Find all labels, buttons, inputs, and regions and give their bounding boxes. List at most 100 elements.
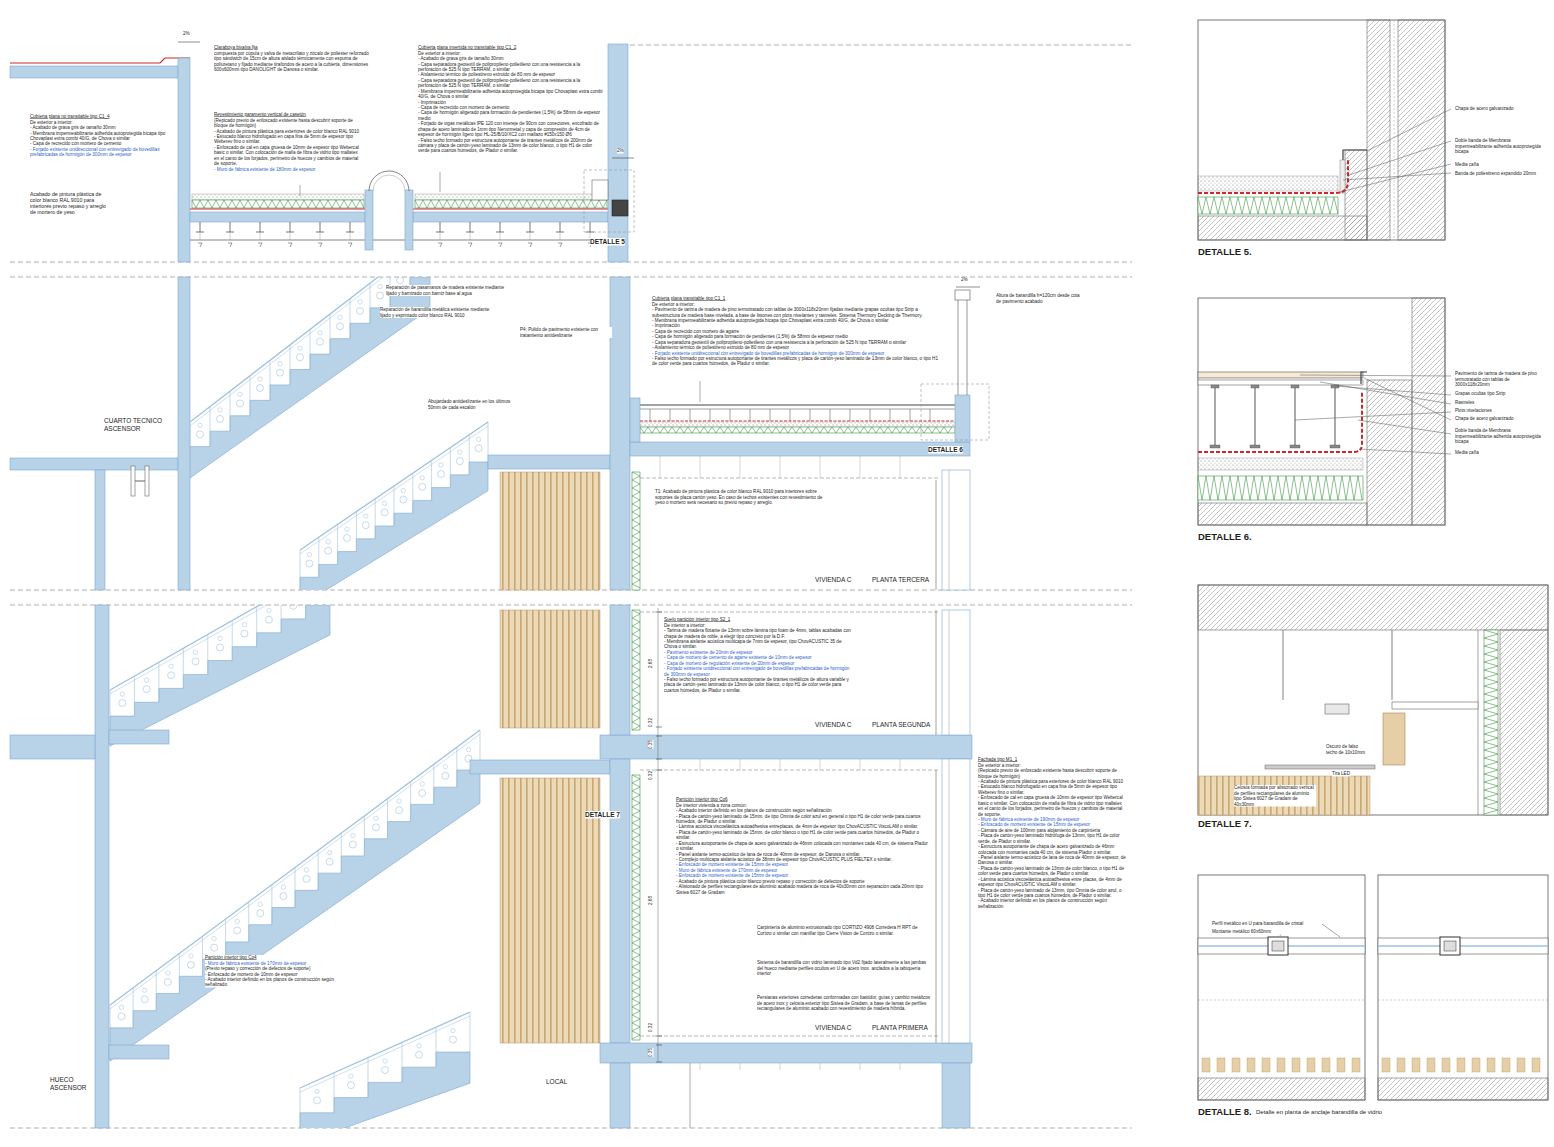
- stair-handrail: [110, 730, 480, 1005]
- note-text: - Placa de cartón-yeso laminado de 13mm,…: [978, 887, 1128, 898]
- waterproof-membrane: [640, 421, 955, 422]
- detail-callout-text: Banda de poliestireno expandido 20mm: [1455, 171, 1543, 176]
- note-text: De exterior a interior:: [30, 119, 175, 124]
- leader-line: [300, 185, 301, 196]
- slab-section: [1198, 585, 1548, 630]
- stair-baluster: [207, 634, 208, 674]
- note-group: 2%: [617, 148, 624, 153]
- steel-beam: [560, 222, 561, 232]
- slab-section: [1198, 503, 1367, 525]
- insulation-zigzag: [632, 775, 640, 1039]
- steel-beam: [230, 222, 231, 232]
- note-group: T1: Acabado de pintura plástica de color…: [655, 489, 825, 505]
- note-text: - Placa de cartón-yeso laminado de 13mm …: [978, 866, 1128, 877]
- note-group: P4: Pulido de pavimento existente con tr…: [520, 327, 612, 338]
- baluster-scroll: [458, 450, 462, 454]
- ceiling-mark: [198, 243, 202, 247]
- note-text: - Placa de cartón-yeso laminado de 15mm,…: [676, 830, 931, 841]
- note-text: VIVIENDA C: [815, 576, 851, 584]
- hanger: [860, 456, 861, 478]
- lattice-slat: [1232, 1058, 1240, 1072]
- baluster-scroll: [401, 488, 405, 492]
- wall: [942, 1063, 970, 1128]
- pedestal-head: [1211, 385, 1219, 388]
- note-text: 2%: [961, 277, 968, 282]
- detail-callout-text: Plots nivelaciones: [1455, 408, 1543, 413]
- hidden-line: [1378, 1000, 1548, 1001]
- stair-handrail: [190, 277, 430, 422]
- hanger: [820, 456, 821, 478]
- note-title: Cubierta plana invertida no transitable …: [418, 45, 603, 50]
- note-text: - Capa de recrecido con mortero de agarr…: [652, 329, 942, 334]
- baluster-scroll: [144, 678, 148, 682]
- stair-handrail: [110, 605, 330, 690]
- stair-baluster: [110, 1005, 111, 1045]
- detail-title: DETALLE 5.: [1198, 246, 1252, 257]
- note-text: - Acabado de pintura plástica color blan…: [676, 878, 931, 883]
- baluster-scroll: [318, 331, 322, 335]
- wall: [610, 605, 630, 735]
- hanger: [560, 232, 561, 240]
- detail-frame: [1198, 585, 1548, 815]
- note-text: - Capa de recrecido con mortero de cemen…: [30, 141, 175, 146]
- stair-handrail: [190, 277, 430, 426]
- wall: [610, 277, 630, 590]
- wall: [178, 58, 190, 262]
- lattice-slat: [1502, 1058, 1510, 1072]
- stair-baluster: [410, 782, 411, 822]
- stair-baluster: [300, 550, 301, 590]
- baluster-scroll: [349, 1074, 353, 1078]
- baluster-scroll: [438, 471, 445, 478]
- skylight-upstand: [405, 190, 413, 250]
- pedestal-base: [1250, 445, 1260, 448]
- baluster-scroll: [345, 527, 349, 531]
- wall: [178, 277, 190, 590]
- steel-beam: [290, 222, 291, 232]
- leader-line: [1349, 141, 1451, 175]
- note-text: VIVIENDA C: [815, 1024, 851, 1032]
- baluster-scroll: [351, 833, 355, 837]
- baluster-scroll: [307, 552, 311, 556]
- hanger: [700, 759, 701, 770]
- deck-boards: [640, 404, 955, 405]
- insulation-zigzag: [632, 610, 640, 730]
- hanger: [700, 456, 701, 478]
- note-title: Revestimiento paramento vertical de case…: [214, 112, 364, 117]
- leader-line: [1320, 382, 1451, 404]
- baluster-scroll: [475, 445, 482, 452]
- pedestal: [1215, 388, 1216, 445]
- stair-baluster: [412, 473, 413, 513]
- hanger: [740, 759, 741, 770]
- baluster-scroll: [419, 483, 426, 490]
- detail-callout-text: Doble banda de Membrana impermeabilizant…: [1455, 428, 1543, 444]
- detail-callout-text: Chapa de acero galvanizado: [1455, 106, 1543, 111]
- note-text: (Previo repaso y corrección de defectos …: [205, 966, 335, 971]
- baluster-scroll: [456, 458, 463, 465]
- screed-layer: [1198, 458, 1363, 470]
- note-text: - Capa de mortero de cemento de agarre e…: [664, 655, 854, 660]
- facade-layer: [949, 470, 950, 590]
- steel-beam: [590, 222, 591, 232]
- railing-post: [967, 300, 968, 395]
- pedestal-base: [1330, 445, 1340, 448]
- ceiling-mark: [498, 243, 502, 247]
- wall-section: [1198, 1078, 1365, 1100]
- note-group: Revestimiento paramento vertical de case…: [214, 112, 364, 172]
- stair-handrail: [110, 734, 480, 1009]
- facade-wall: [942, 759, 970, 1043]
- insulation-zigzag: [640, 427, 952, 433]
- detail-callout-text: Chapa de acero galvanizado: [1455, 416, 1543, 421]
- baluster-scroll: [417, 1044, 421, 1048]
- waterproof-membrane: [413, 209, 608, 210]
- note-text: - Capa de hormigón aligerado para formac…: [652, 334, 942, 339]
- note-text: 0.32: [648, 1023, 653, 1032]
- deck-pedestal: [930, 409, 931, 421]
- stair-flight: [300, 1052, 470, 1128]
- note-text: - Capa separadora geotextil de polipropi…: [418, 78, 603, 89]
- note-text: De exterior a interior:: [978, 762, 1128, 767]
- deck-pedestal: [650, 409, 651, 421]
- hanger: [900, 759, 901, 770]
- wood-lattice: [500, 610, 600, 728]
- baluster-scroll: [234, 927, 241, 934]
- skylight-upstand: [365, 190, 373, 250]
